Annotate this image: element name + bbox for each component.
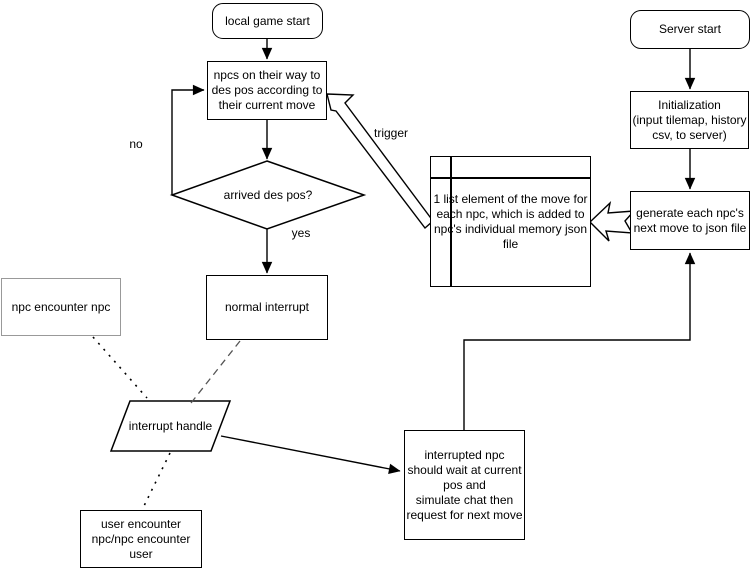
npcs-move-label-line1: npcs on their way to: [213, 68, 321, 82]
initialization-label-line3: csv, to server): [652, 127, 727, 142]
edge-label-no: no: [129, 137, 143, 151]
npcs-move-label-line3: their current move: [218, 98, 316, 112]
generate-move-node: generate each npc's next move to json fi…: [630, 191, 750, 250]
list-element-label-line2: each npc, which is added to: [436, 206, 585, 221]
user-encounter-label-line3: user: [129, 546, 153, 561]
interrupted-npc-label-line2: should wait at current: [407, 462, 522, 477]
initialization-node: Initialization (input tilemap, history c…: [630, 91, 749, 149]
edge-decision-no-loop: [171, 84, 205, 195]
interrupted-npc-label-line1: interrupted npc: [424, 447, 505, 462]
interrupt-handle-label-container: interrupt handle: [111, 401, 230, 451]
edge-handle-to-interrupted: [220, 435, 401, 475]
interrupt-handle-shape: [109, 400, 232, 452]
edge-interrupted-to-generate: [463, 252, 696, 430]
list-element-label-line3: npc's individual memory json: [433, 221, 588, 236]
trigger-block-arrow: [326, 93, 434, 230]
edge-label-trigger: trigger: [373, 126, 408, 140]
decision-label: arrived des pos?: [223, 187, 313, 202]
user-encounter-label-line1: user encounter: [100, 516, 182, 531]
interrupted-npc-label-line3: pos and: [443, 477, 486, 492]
user-encounter-node: user encounter npc/npc encounter user: [80, 510, 202, 568]
local-game-start-node: local game start: [212, 3, 323, 39]
list-element-label-line4: file: [502, 236, 519, 251]
list-element-node: 1 list element of the move for each npc,…: [430, 156, 591, 287]
normal-interrupt-node: normal interrupt: [206, 275, 328, 340]
server-start-label: Server start: [658, 22, 721, 36]
interrupted-npc-label-line5: request for next move: [406, 507, 523, 522]
npcs-move-label-line2: des pos according to: [211, 83, 323, 97]
list-element-label-line1: 1 list element of the move for: [433, 191, 588, 206]
local-game-start-label: local game start: [225, 13, 310, 28]
npcs-move-node: npcs on their way to des pos according t…: [207, 61, 327, 120]
generate-move-label-line2: next move to json file: [633, 220, 747, 235]
edge-npc-encounter-dotted: [92, 336, 148, 399]
server-start-node: Server start: [630, 10, 750, 49]
edge-normal-interrupt-dashed: [190, 340, 241, 404]
npc-encounter-npc-node: npc encounter npc: [1, 278, 121, 336]
user-encounter-label-line2: npc/npc encounter: [91, 531, 191, 546]
list-element-inner-vertical-line: [450, 157, 452, 286]
list-element-inner-horizontal-line: [431, 177, 590, 179]
generate-move-label-line1: generate each npc's: [636, 205, 744, 220]
edge-label-yes: yes: [291, 226, 311, 240]
generate-to-list-block-arrow: [588, 200, 636, 242]
interrupted-npc-node: interrupted npc should wait at current p…: [404, 430, 525, 540]
edge-handle-to-user-dotted: [142, 452, 171, 509]
initialization-label-line2: (input tilemap, history: [632, 112, 747, 127]
initialization-label-line1: Initialization: [658, 97, 721, 112]
decision-label-container: arrived des pos?: [172, 161, 364, 229]
interrupt-handle-label: interrupt handle: [128, 418, 213, 433]
npc-encounter-npc-label: npc encounter npc: [11, 299, 111, 314]
normal-interrupt-label: normal interrupt: [224, 300, 310, 314]
interrupted-npc-label-line4: simulate chat then: [415, 492, 514, 507]
